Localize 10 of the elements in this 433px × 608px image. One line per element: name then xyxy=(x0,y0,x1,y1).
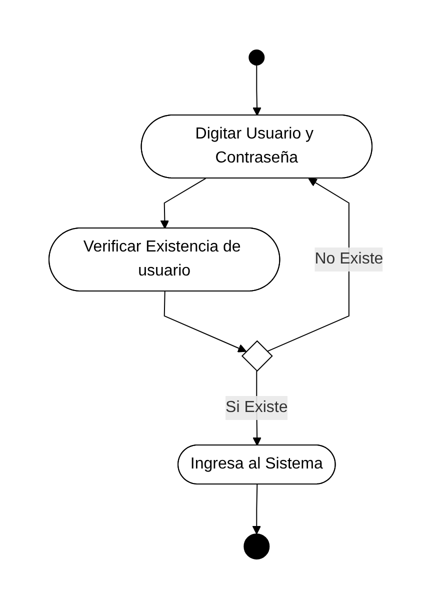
edge-label: No Existe xyxy=(315,250,384,267)
node-diamond xyxy=(242,340,274,372)
arrow xyxy=(164,290,247,352)
arrow xyxy=(160,178,207,228)
arrow xyxy=(267,178,350,352)
node-circle xyxy=(249,49,266,66)
edge-label: Si Existe xyxy=(226,398,288,416)
arrow xyxy=(253,64,262,116)
arrow xyxy=(252,484,262,534)
node-bullseye xyxy=(244,532,270,559)
